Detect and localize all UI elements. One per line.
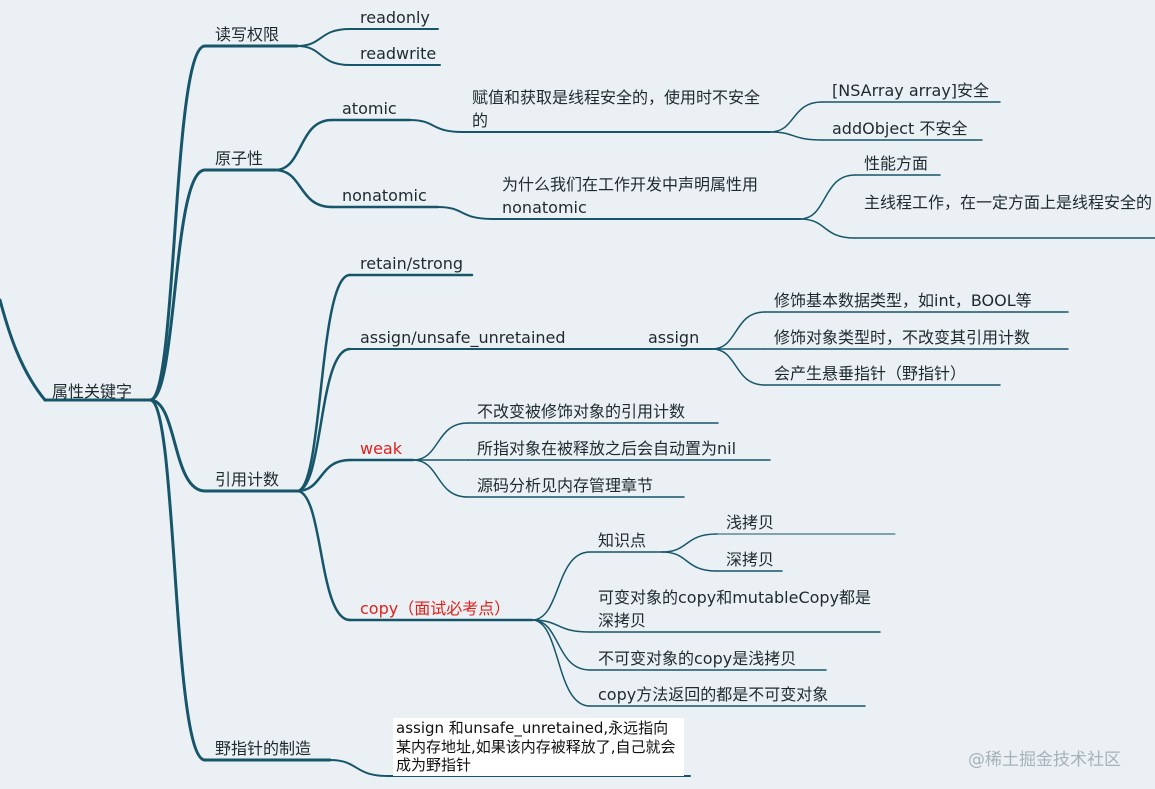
edge-copy-knowledge — [531, 551, 591, 621]
branch-atomic: atomic — [342, 99, 397, 118]
edge-root-atom — [148, 168, 207, 402]
leaf-copy-returns: copy方法返回的都是不可变对象 — [598, 685, 829, 704]
leaf-deep-copy: 深拷贝 — [726, 550, 775, 569]
edge-rw-readonly — [296, 28, 351, 47]
branch-retain-strong: retain/strong — [360, 254, 464, 273]
edge-ref-copy — [295, 489, 352, 622]
leaf-main-thread: 主线程工作，在一定方面上是线程安全的 — [864, 193, 1153, 212]
leaf-copy-immutable: 不可变对象的copy是浅拷贝 — [598, 649, 797, 668]
edge-atom-nonatomic — [273, 168, 334, 209]
leaf-readwrite: readwrite — [360, 44, 437, 63]
leaf-performance: 性能方面 — [864, 154, 929, 173]
edge-nonatomic-desc — [437, 206, 493, 220]
sub-assign: assign — [648, 328, 700, 347]
leaf-addobject-unsafe: addObject 不安全 — [832, 119, 968, 138]
edge-desc-mainthread — [799, 218, 856, 239]
edge-desc-addobject — [769, 131, 823, 141]
root-node: 属性关键字 — [52, 382, 133, 401]
leaf-assign-basic: 修饰基本数据类型，如int，BOOL等 — [774, 291, 1032, 310]
edge-weak-1 — [412, 422, 469, 461]
leaf-weak-1: 不改变被修饰对象的引用计数 — [477, 402, 686, 421]
edge-atom-atomic — [273, 118, 334, 172]
edge-assign-dangling — [711, 348, 766, 386]
edge-copy-immutable — [531, 619, 591, 671]
edge-desc-nsarray — [769, 101, 823, 133]
nonatomic-desc: 为什么我们在工作开发中声明属性用nonatomic — [502, 175, 759, 217]
edge-assign-basic — [711, 311, 766, 350]
edge-root-wild — [148, 398, 207, 762]
atomic-desc: 赋值和获取是线程安全的，使用时不安全的 — [472, 88, 761, 130]
edge-knowledge-shallow — [661, 533, 718, 553]
leaf-weak-3: 源码分析见内存管理章节 — [477, 476, 654, 495]
branch-copy: copy（面试必考点） — [360, 599, 511, 618]
watermark: @稀土掘金技术社区 — [968, 750, 1121, 770]
section-wild-pointer: 野指针的制造 — [215, 739, 312, 758]
leaf-copy-mutable: 可变对象的copy和mutableCopy都是深拷贝 — [598, 588, 872, 630]
copy-knowledge: 知识点 — [598, 531, 647, 550]
leaf-assign-dangling: 会产生悬垂指针（野指针） — [774, 364, 967, 383]
wild-pointer-note: assign 和unsafe_unretained,永远指向某内存地址,如果该内… — [393, 718, 684, 776]
edge-rw-readwrite — [296, 45, 351, 66]
edge-root-rw — [148, 44, 207, 402]
root-left-edge — [0, 298, 47, 402]
edge-knowledge-deep — [661, 551, 718, 572]
edge-wild-note — [329, 759, 389, 777]
edge-weak-3 — [412, 459, 469, 498]
edge-copy-mutable — [531, 619, 591, 633]
branch-weak: weak — [360, 439, 402, 458]
edge-ref-retain — [295, 273, 352, 493]
edge-root-ref — [148, 398, 207, 493]
leaf-weak-2: 所指对象在被释放之后会自动置为nil — [477, 439, 737, 458]
edge-desc-performance — [799, 174, 856, 220]
section-rw: 读写权限 — [215, 25, 280, 44]
branch-assign-unsafe: assign/unsafe_unretained — [360, 328, 566, 347]
edge-copy-returns — [531, 619, 591, 707]
leaf-shallow-copy: 浅拷贝 — [726, 513, 775, 532]
edge-atomic-desc — [409, 119, 463, 133]
section-atom: 原子性 — [215, 149, 264, 168]
leaf-readonly: readonly — [360, 8, 430, 27]
leaf-nsarray-safe: [NSArray array]安全 — [832, 81, 990, 100]
edge-ref-weak — [295, 458, 352, 493]
edge-ref-assign — [295, 347, 352, 493]
branch-nonatomic: nonatomic — [342, 186, 427, 205]
section-ref: 引用计数 — [215, 470, 280, 489]
leaf-assign-object: 修饰对象类型时，不改变其引用计数 — [774, 328, 1031, 347]
